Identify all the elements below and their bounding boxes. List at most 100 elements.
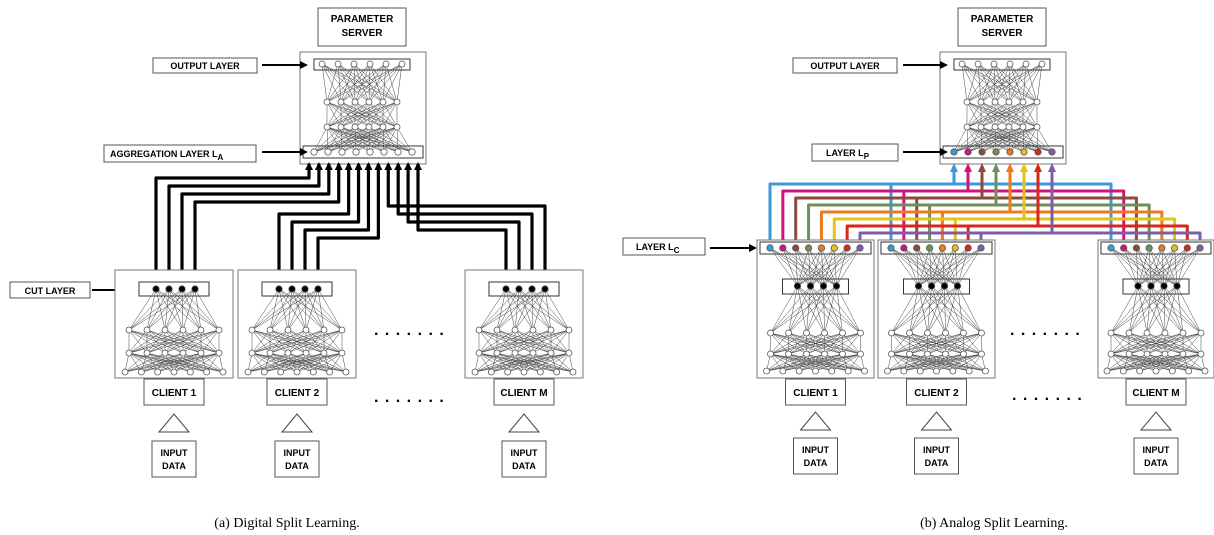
client-input-node: [487, 368, 495, 376]
network-edge: [181, 288, 184, 331]
network-edge: [909, 353, 937, 372]
network-edge: [977, 63, 1010, 103]
network-edge: [1009, 126, 1038, 153]
client-cut-node: [152, 285, 160, 293]
network-edge: [287, 352, 298, 373]
network-edge: [251, 329, 325, 354]
network-edge: [957, 285, 982, 334]
layer-p-label: LAYER LP: [826, 148, 870, 161]
uplink-arrowhead: [1048, 163, 1056, 172]
server-title-line2: SERVER: [342, 28, 384, 39]
client-input-node: [933, 367, 940, 375]
network-edge: [1128, 353, 1206, 372]
network-edge: [1110, 332, 1184, 355]
network-edge: [368, 63, 403, 103]
network-edge: [770, 285, 824, 334]
network-edge: [1128, 332, 1202, 355]
network-edge: [323, 329, 343, 354]
network-edge: [1164, 353, 1189, 372]
network-edge: [806, 353, 832, 372]
client-output-node: [792, 244, 800, 252]
network-edge: [313, 352, 343, 373]
network-edge: [269, 288, 293, 331]
network-edge: [269, 352, 298, 373]
network-edge: [1036, 63, 1043, 103]
server-input-node: [380, 148, 388, 156]
network-edge: [1106, 353, 1148, 372]
network-edge: [1164, 332, 1202, 355]
network-edge: [532, 352, 557, 373]
network-edge: [269, 288, 319, 331]
network-edge: [918, 285, 964, 334]
network-edge: [514, 352, 541, 373]
client-label: CLIENT 2: [275, 388, 320, 399]
network-edge: [1163, 285, 1166, 334]
network-edge: [945, 353, 970, 372]
network-edge: [354, 63, 387, 103]
input-data-label-line1: INPUT: [161, 448, 189, 458]
input-data-label-line2: DATA: [925, 458, 949, 468]
client-hidden-node: [978, 329, 985, 337]
network-edge: [1128, 353, 1173, 372]
client-input-node: [779, 367, 787, 375]
network-edge: [173, 352, 184, 373]
network-edge: [340, 63, 355, 103]
client-hidden-node: [906, 329, 913, 337]
client-hidden-node: [143, 326, 151, 334]
network-edge: [1110, 285, 1178, 334]
client-input-node: [186, 368, 194, 376]
client-cut-node: [502, 285, 510, 293]
network-edge: [824, 332, 861, 355]
server-hidden-node: [1019, 98, 1027, 106]
network-edge: [164, 352, 224, 373]
network-edge: [909, 285, 945, 334]
network-edge: [251, 288, 293, 331]
input-data-label-line1: INPUT: [1143, 445, 1171, 455]
input-triangle: [157, 413, 191, 433]
layer-p-label-box: [811, 143, 899, 162]
network-edge: [128, 352, 175, 373]
network-edge: [505, 288, 570, 331]
client-hidden-node: [839, 350, 846, 358]
network-edge: [518, 288, 534, 331]
network-edge: [496, 288, 533, 331]
server-hidden-node: [365, 123, 373, 131]
network-edge: [478, 329, 570, 354]
client-label-box: [785, 378, 846, 406]
server-input-node: [1034, 148, 1042, 156]
client-label-box: [266, 378, 328, 406]
network-edge: [396, 126, 413, 153]
network-edge: [891, 285, 945, 334]
network-edge: [953, 126, 1038, 153]
network-edge: [337, 63, 398, 103]
network-edge: [903, 247, 919, 287]
digital-panel: PARAMETER SERVER OUTPUT LAYER AGGREGATIO…: [9, 7, 584, 531]
client-hidden-node: [942, 329, 949, 337]
digital-uplinks: [154, 162, 547, 283]
input-data-label-line1: INPUT: [511, 448, 539, 458]
digital-uplink: [180, 164, 331, 283]
uplink-arrowhead: [364, 162, 373, 170]
server-input-node: [394, 148, 402, 156]
network-edge: [797, 247, 822, 287]
client-hidden-node: [161, 326, 169, 334]
network-edge: [337, 63, 384, 103]
network-edge: [927, 285, 932, 334]
network-edge: [810, 285, 825, 334]
network-edge: [155, 288, 202, 331]
server-output-node: [366, 60, 374, 68]
network-edge: [1137, 247, 1188, 287]
network-edge: [994, 63, 1027, 103]
network-edge: [173, 352, 220, 373]
network-edge: [1110, 285, 1165, 334]
network-edge: [797, 247, 861, 287]
network-edge: [478, 352, 525, 373]
server-hidden-node: [1033, 98, 1041, 106]
client-output-node: [1107, 244, 1115, 252]
network-edge: [931, 285, 982, 334]
network-edge: [164, 352, 175, 373]
network-edge: [496, 352, 541, 373]
network-edge: [327, 126, 398, 153]
